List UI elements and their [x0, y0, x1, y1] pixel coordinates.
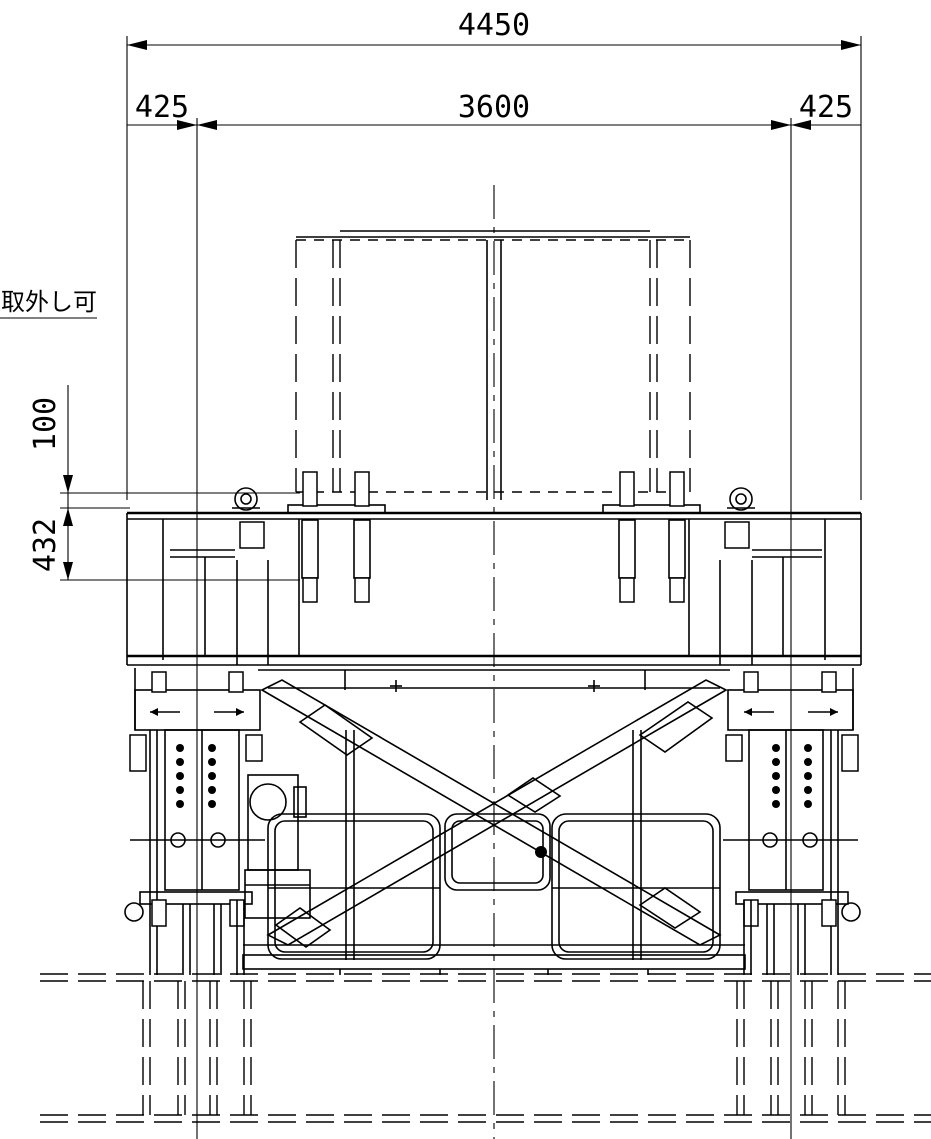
- lifting-eye-right: [727, 487, 755, 511]
- foundation-walls: [142, 981, 846, 1115]
- base-frame: [242, 944, 746, 975]
- upper-frame: [126, 511, 862, 692]
- dimension-label-overall: 4450: [458, 8, 530, 43]
- leg-assembly-left: [124, 668, 265, 975]
- lifting-eye-left: [232, 487, 260, 511]
- removable-note: 取外し可: [0, 288, 97, 319]
- dimension-label-center-span: 3600: [458, 90, 530, 125]
- dimension-vertical: 100 432: [28, 385, 300, 581]
- guard-rail: [267, 813, 721, 960]
- leg-assembly-right: [723, 668, 861, 975]
- dimension-overall-width: 4450: [126, 8, 862, 500]
- hydraulic-unit: [244, 774, 311, 919]
- dimension-label-left-margin: 425: [135, 90, 189, 125]
- inner-columns: [236, 519, 753, 665]
- dimension-label-vertical-bottom: 432: [28, 518, 63, 572]
- dimension-label-right-margin: 425: [799, 90, 853, 125]
- load-box: [295, 230, 691, 500]
- floor-lines: [40, 973, 931, 1123]
- dimension-sub-widths: 425 3600 425: [127, 90, 861, 1139]
- anchor-bolts-top: [239, 471, 750, 603]
- note-removable: 取外し可: [1, 288, 97, 316]
- dimension-label-vertical-top: 100: [28, 397, 63, 451]
